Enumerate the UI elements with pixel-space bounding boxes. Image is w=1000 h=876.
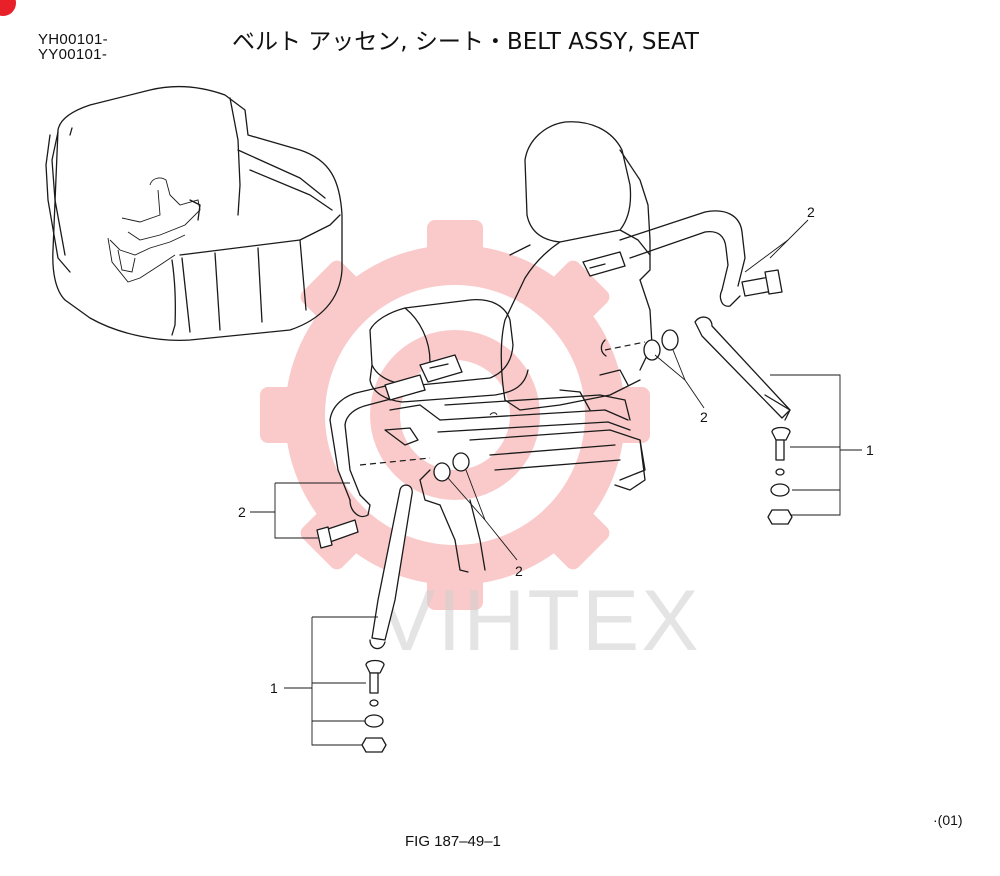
seat-assembly bbox=[359, 121, 653, 573]
serial-range-2: YY00101- bbox=[38, 46, 108, 63]
bolt-upper-right bbox=[741, 269, 783, 297]
hardware-left bbox=[361, 659, 387, 753]
nuts-left bbox=[433, 452, 470, 482]
hardware-right bbox=[767, 426, 793, 525]
callout-1-left: 1 bbox=[270, 616, 378, 746]
svg-text:2: 2 bbox=[238, 504, 246, 520]
callout-2-left: 2 bbox=[238, 482, 350, 539]
callout-1-right: 1 bbox=[770, 374, 874, 516]
belt-right bbox=[582, 210, 746, 307]
serial-range-1: YH00101- bbox=[38, 31, 108, 48]
belt-left bbox=[329, 354, 463, 518]
callout-2-upper: 2 bbox=[744, 204, 815, 273]
figure-number: FIG 187–49–1 bbox=[405, 833, 501, 850]
callout-2-bottom: 2 bbox=[447, 469, 523, 579]
buckle-strap-left bbox=[369, 484, 413, 650]
callout-2-mid: 2 bbox=[654, 349, 708, 425]
page-title: ベルト アッセン, シート・BELT ASSY, SEAT bbox=[232, 29, 699, 55]
corner-badge bbox=[0, 0, 16, 16]
inset-overview bbox=[45, 85, 343, 341]
svg-text:2: 2 bbox=[700, 409, 708, 425]
buckle-strap-right bbox=[694, 316, 791, 421]
svg-text:2: 2 bbox=[807, 204, 815, 220]
watermark-text: VIHTEX bbox=[378, 573, 701, 669]
svg-text:1: 1 bbox=[270, 680, 278, 696]
revision-code: ·(01) bbox=[933, 812, 963, 828]
nuts-right bbox=[643, 329, 679, 361]
svg-text:2: 2 bbox=[515, 563, 523, 579]
svg-text:1: 1 bbox=[866, 442, 874, 458]
bolt-lower-left bbox=[316, 519, 359, 549]
watermark-gear-icon bbox=[260, 220, 650, 610]
